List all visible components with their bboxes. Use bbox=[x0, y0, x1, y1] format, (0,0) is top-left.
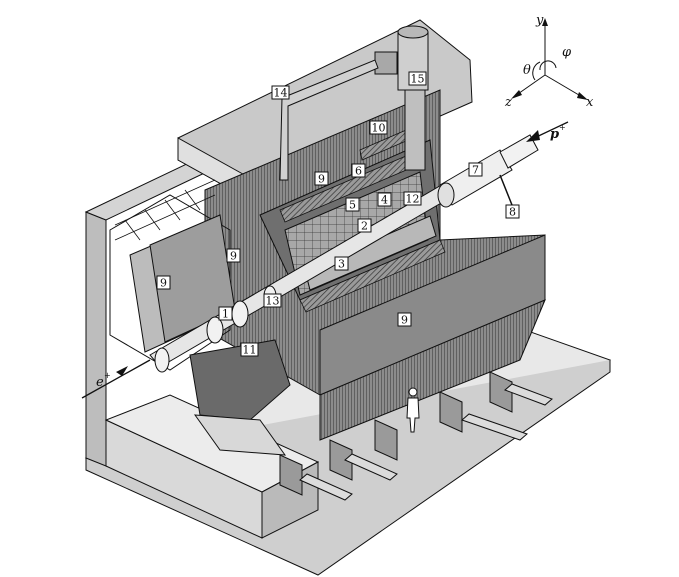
axis-label-x: x bbox=[586, 95, 594, 110]
label-box-2: 2 bbox=[357, 218, 372, 233]
forward-calorimeter bbox=[189, 339, 291, 421]
y-axis-head bbox=[542, 18, 548, 26]
person-figure bbox=[406, 387, 420, 433]
label-8: 8 bbox=[509, 206, 516, 219]
x-axis-head bbox=[577, 92, 588, 100]
label-14: 14 bbox=[274, 87, 288, 100]
endcap-frame bbox=[109, 194, 231, 371]
axis-label-z: z bbox=[504, 95, 512, 110]
proton-beam-head bbox=[526, 130, 540, 142]
label-5: 5 bbox=[349, 199, 356, 212]
z-axis-head bbox=[511, 90, 522, 99]
electron-label-sup: + bbox=[104, 371, 111, 380]
label-1: 1 bbox=[222, 308, 229, 321]
electron-label: e bbox=[96, 375, 104, 390]
label-9c: 9 bbox=[160, 277, 167, 290]
label-box-5: 5 bbox=[345, 197, 360, 212]
label-box-15: 15 bbox=[408, 71, 427, 86]
endcap-truss bbox=[114, 179, 216, 241]
label-15: 15 bbox=[411, 73, 425, 86]
label-12: 12 bbox=[406, 193, 420, 206]
label-box-4: 4 bbox=[377, 192, 392, 207]
cable-8 bbox=[499, 174, 513, 206]
label-2: 2 bbox=[361, 220, 368, 233]
label-9b: 9 bbox=[230, 250, 237, 263]
label-box-9c: 9 bbox=[156, 275, 171, 290]
electron-beam-arrow bbox=[81, 359, 151, 399]
label-10: 10 bbox=[372, 122, 386, 135]
rails bbox=[299, 383, 553, 501]
component-labels: 1 2 3 4 5 6 7 8 9 9 9 9 10 11 12 13 14 1… bbox=[156, 71, 520, 357]
forward-calorimeter-base bbox=[193, 414, 287, 456]
label-box-9b: 9 bbox=[226, 248, 241, 263]
label-6: 6 bbox=[355, 165, 362, 178]
label-4: 4 bbox=[381, 194, 388, 207]
proton-label: p bbox=[550, 127, 559, 142]
label-box-14: 14 bbox=[271, 85, 290, 100]
proton-magnet-end bbox=[437, 182, 455, 208]
electron-beam-head bbox=[116, 366, 128, 376]
label-box-7: 7 bbox=[468, 162, 483, 177]
axis-label-theta: θ bbox=[523, 63, 531, 78]
support-feet bbox=[279, 371, 513, 496]
label-box-8: 8 bbox=[505, 204, 520, 219]
label-9d: 9 bbox=[401, 314, 408, 327]
proton-pipe-out bbox=[499, 134, 539, 169]
label-box-9d: 9 bbox=[397, 312, 412, 327]
axis-label-y: y bbox=[535, 13, 544, 28]
duct-14 bbox=[279, 59, 379, 181]
label-7: 7 bbox=[472, 164, 479, 177]
beam-labels: e + p + bbox=[96, 123, 566, 390]
label-box-9a: 9 bbox=[314, 171, 329, 186]
label-box-6: 6 bbox=[351, 163, 366, 178]
coordinate-axes bbox=[514, 22, 585, 99]
label-box-1: 1 bbox=[218, 306, 233, 321]
iron-yoke-lower bbox=[319, 299, 546, 441]
label-13: 13 bbox=[266, 295, 280, 308]
label-box-12: 12 bbox=[403, 191, 422, 206]
label-box-13: 13 bbox=[263, 293, 282, 308]
cryo-tower-top bbox=[397, 25, 429, 39]
label-box-10: 10 bbox=[369, 120, 388, 135]
label-9a: 9 bbox=[318, 173, 325, 186]
chimney-10 bbox=[404, 89, 426, 171]
label-3: 3 bbox=[338, 258, 345, 271]
label-box-3: 3 bbox=[334, 256, 349, 271]
axis-labels: y x z θ φ bbox=[504, 13, 594, 110]
proton-label-sup: + bbox=[559, 123, 566, 132]
axis-label-phi: φ bbox=[562, 45, 572, 60]
label-11: 11 bbox=[243, 344, 257, 357]
label-box-11: 11 bbox=[240, 342, 259, 357]
hatched-layer-mid bbox=[299, 239, 446, 313]
